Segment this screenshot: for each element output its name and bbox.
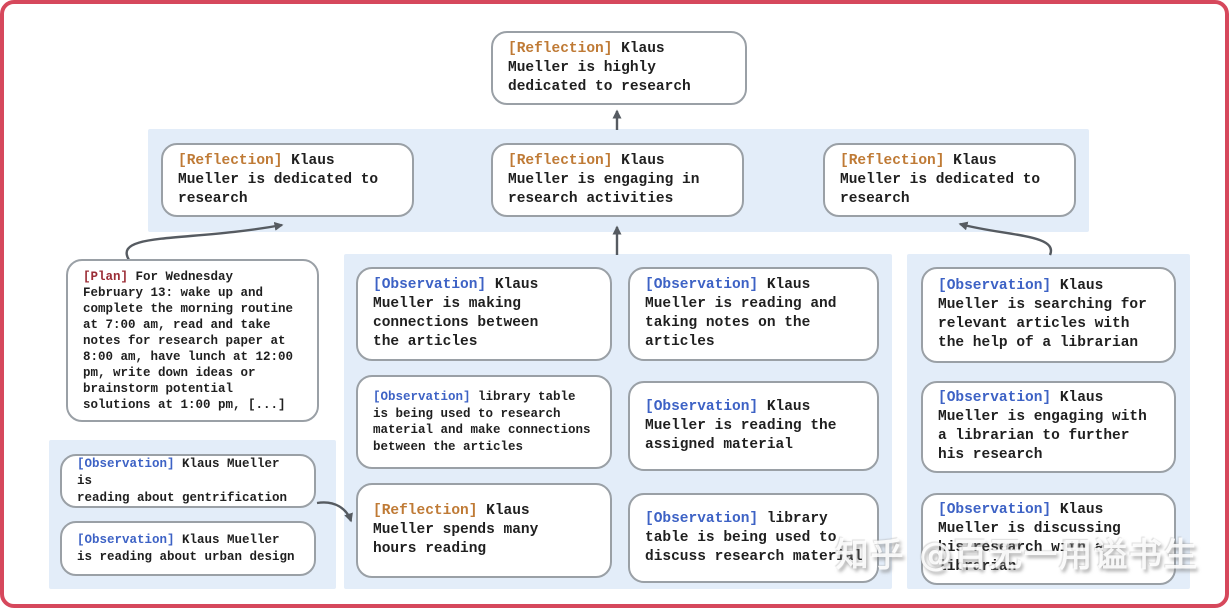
- plan-tag: [Plan]: [83, 269, 129, 284]
- observation-tag: [Observation]: [373, 390, 471, 404]
- zhihu-watermark: 知乎 @百无一用谥书生: [835, 535, 1199, 574]
- node-obs-reading-taking-notes: [Observation] Klaus Mueller is reading a…: [628, 267, 879, 361]
- node-text: Klaus Mueller is highly dedicated to res…: [508, 40, 691, 95]
- node-text: library table is being used to research …: [373, 390, 591, 454]
- reflection-tag: [Reflection]: [178, 152, 283, 169]
- node-obs-engaging-librarian: [Observation] Klaus Mueller is engaging …: [921, 381, 1176, 473]
- node-text: Klaus Mueller is dedicated to research: [840, 152, 1041, 207]
- observation-tag: [Observation]: [645, 510, 759, 527]
- node-top-reflection: [Reflection] Klaus Mueller is highly ded…: [491, 31, 747, 105]
- node-obs-urban-design: [Observation] Klaus Mueller is reading a…: [60, 521, 316, 576]
- node-obs-library-discuss: [Observation] library table is being use…: [628, 493, 879, 583]
- observation-tag: [Observation]: [77, 456, 175, 471]
- reflection-tag: [Reflection]: [373, 503, 478, 519]
- node-text: Klaus Mueller is searching for relevant …: [938, 278, 1147, 351]
- node-text: Klaus Mueller is reading about urban des…: [77, 532, 295, 564]
- node-obs-discussing-librarian: [Observation] Klaus Mueller is discussin…: [921, 493, 1176, 585]
- node-text: Klaus Mueller is reading the assigned ma…: [645, 398, 837, 453]
- node-obs-gentrification: [Observation] Klaus Mueller is reading a…: [60, 454, 316, 508]
- node-text: Klaus Mueller is engaging with a librari…: [938, 390, 1147, 463]
- node-obs-searching-articles: [Observation] Klaus Mueller is searching…: [921, 267, 1176, 363]
- node-text: Klaus Mueller is dedicated to research: [178, 152, 379, 207]
- observation-tag: [Observation]: [938, 502, 1052, 518]
- observation-tag: [Observation]: [938, 390, 1052, 406]
- observation-tag: [Observation]: [645, 398, 759, 415]
- node-row2-left-reflection: [Reflection] Klaus Mueller is dedicated …: [161, 143, 414, 217]
- node-row2-right-reflection: [Reflection] Klaus Mueller is dedicated …: [823, 143, 1076, 217]
- observation-tag: [Observation]: [373, 277, 487, 293]
- node-obs-assigned-material: [Observation] Klaus Mueller is reading t…: [628, 381, 879, 471]
- node-plan: [Plan] For Wednesday February 13: wake u…: [66, 259, 319, 422]
- reflection-tag: [Reflection]: [508, 40, 613, 57]
- node-text: Klaus Mueller is reading about gentrific…: [77, 456, 288, 505]
- reflection-tag: [Reflection]: [508, 152, 613, 169]
- node-obs-library-research: [Observation] library table is being use…: [356, 375, 612, 469]
- node-reflection-hours-reading: [Reflection] Klaus Mueller spends many h…: [356, 483, 612, 578]
- node-text: Klaus Mueller spends many hours reading: [373, 503, 539, 557]
- node-text: Klaus Mueller is engaging in research ac…: [508, 152, 700, 207]
- observation-tag: [Observation]: [938, 278, 1052, 294]
- observation-tag: [Observation]: [77, 532, 175, 547]
- node-text: Klaus Mueller is making connections betw…: [373, 277, 539, 350]
- node-text: Klaus Mueller is discussing his research…: [938, 502, 1121, 575]
- node-row2-mid-reflection: [Reflection] Klaus Mueller is engaging i…: [491, 143, 744, 217]
- node-text: For Wednesday February 13: wake up and c…: [83, 269, 294, 412]
- observation-tag: [Observation]: [645, 277, 759, 293]
- node-text: Klaus Mueller is reading and taking note…: [645, 277, 837, 350]
- reflection-tag: [Reflection]: [840, 152, 945, 169]
- node-text: library table is being used to discuss r…: [645, 510, 863, 565]
- node-obs-making-connections: [Observation] Klaus Mueller is making co…: [356, 267, 612, 361]
